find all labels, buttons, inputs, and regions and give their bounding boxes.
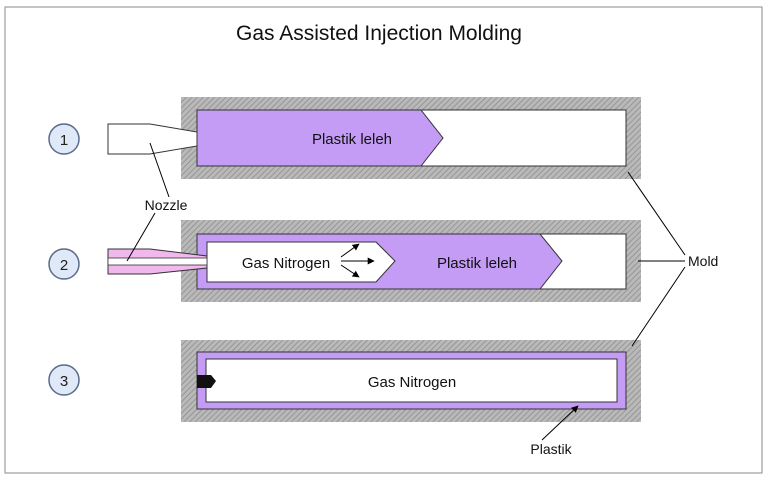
gas-arrow-up	[340, 243, 360, 258]
mold-callout-label: Mold	[688, 253, 718, 269]
step-3-label-gas-nitrogen: Gas Nitrogen	[368, 374, 456, 391]
step-3-gas-core	[205, 358, 618, 403]
step-2-group: 2 Gas Nitrogen Plastik leleh	[48, 220, 641, 302]
step-3-sprue-plug	[197, 375, 216, 388]
step-1-group: 1 Plastik leleh	[48, 97, 641, 179]
step-1-circle	[48, 123, 80, 155]
step-3-number: 3	[60, 373, 68, 390]
plastik-leader-arrow	[541, 405, 579, 441]
mold-leader-line-1	[627, 171, 686, 256]
step-2-label-plastik-leleh: Plastik leleh	[437, 255, 517, 272]
step-1-molten-plastic	[196, 109, 444, 167]
step-1-number: 1	[60, 132, 68, 149]
step-2-nozzle-gas-channel	[107, 257, 208, 266]
step-3-circle	[48, 364, 80, 396]
gas-arrow-down	[340, 264, 360, 278]
nozzle-leader-line-2	[126, 212, 156, 262]
diagram-title: Gas Assisted Injection Molding	[236, 22, 522, 45]
step-1-label-plastik-leleh: Plastik leleh	[312, 131, 392, 148]
step-2-circle	[48, 248, 80, 280]
nozzle-leader-line-1	[149, 142, 170, 198]
plastik-callout-label: Plastik	[530, 441, 572, 457]
step-2-label-gas-nitrogen: Gas Nitrogen	[242, 255, 330, 272]
step-2-number: 2	[60, 257, 68, 274]
nozzle-callout-label: Nozzle	[145, 197, 188, 213]
mold-leader-line-3	[631, 266, 686, 347]
step-1-nozzle	[107, 123, 198, 155]
step-3-group: 3 Gas Nitrogen	[48, 340, 641, 422]
